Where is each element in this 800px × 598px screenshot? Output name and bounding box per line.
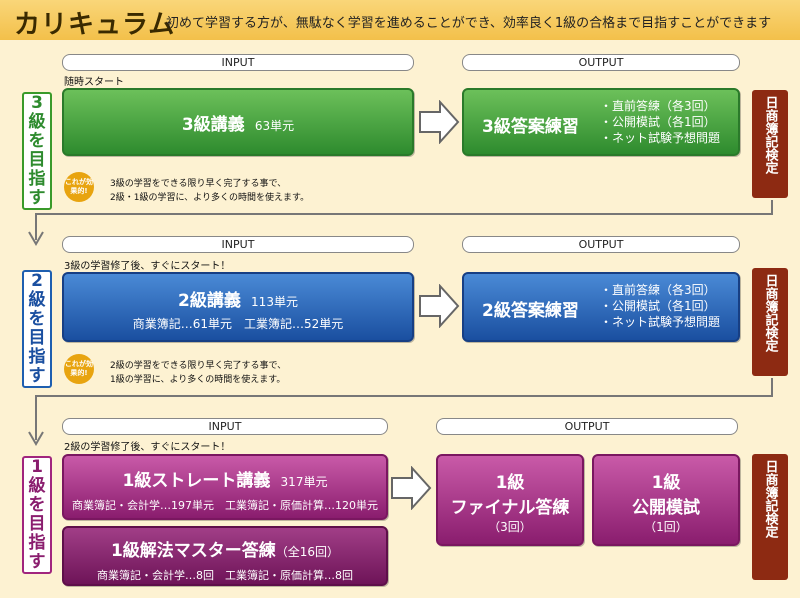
level1-mock-box[interactable]: 1級 公開模試 （1回）	[592, 454, 740, 546]
output-item: ・公開模試（各1回）	[600, 299, 716, 313]
output-item: ・直前答練（各3回）	[600, 283, 716, 297]
level1-course-detail: 商業簿記・会計学…197単元 工業簿記・原価計算…120単元	[72, 499, 378, 512]
level3-tip-1: 3級の学習をできる限り早く完了する事で、	[110, 179, 287, 189]
level1-input-pill: INPUT	[62, 418, 388, 435]
level1-master-box[interactable]: 1級解法マスター答練（全16回） 商業簿記・会計学…8回 工業簿記・原価計算…8…	[62, 526, 388, 586]
level1-output-pill: OUTPUT	[436, 418, 738, 435]
level3-output-title: 3級答案練習	[482, 117, 579, 137]
level2-output-box[interactable]: 2級答案練習 ・直前答練（各3回） ・公開模試（各1回） ・ネット試験予想問題	[462, 272, 740, 342]
level2-course-units: 113単元	[251, 295, 298, 309]
level3-course-box[interactable]: 3級講義 63単元	[62, 88, 414, 156]
level3-course-title: 3級講義	[181, 115, 245, 135]
level2-input-pill: INPUT	[62, 236, 414, 253]
level1-final-box[interactable]: 1級 ファイナル答練 （3回）	[436, 454, 584, 546]
level2-output-title: 2級答案練習	[482, 301, 579, 321]
level1-course-units: 317単元	[280, 475, 328, 489]
level3-output-pill: OUTPUT	[462, 54, 740, 71]
level2-exam-label: 日商簿記検定	[752, 268, 788, 376]
level3-input-pill: INPUT	[62, 54, 414, 71]
level1-final-line1: 1級	[495, 473, 525, 493]
level3-effect-badge: これが効果的!	[64, 172, 94, 202]
level1-arrow-icon	[391, 466, 432, 510]
level2-output-list: ・直前答練（各3回） ・公開模試（各1回） ・ネット試験予想問題	[600, 282, 720, 330]
level2-tip-1: 2級の学習をできる限り早く完了する事で、	[110, 361, 287, 371]
level1-final-count: （3回）	[488, 520, 532, 534]
level3-output-list: ・直前答練（各3回） ・公開模試（各1回） ・ネット試験予想問題	[600, 98, 720, 146]
level2-course-detail: 商業簿記…61単元 工業簿記…52単元	[132, 317, 344, 331]
level1-mock-line2: 公開模試	[632, 498, 700, 518]
level3-tip-2: 2級・1級の学習に、より多くの時間を使えます。	[110, 193, 310, 203]
output-item: ・ネット試験予想問題	[600, 315, 721, 329]
output-item: ・公開模試（各1回）	[600, 115, 716, 129]
level1-start-note: 2級の学習修了後、すぐにスタート！	[64, 442, 231, 453]
output-item: ・直前答練（各3回）	[600, 99, 716, 113]
level1-mock-line1: 1級	[651, 473, 681, 493]
level2-course-box[interactable]: 2級講義 113単元 商業簿記…61単元 工業簿記…52単元	[62, 272, 414, 342]
level1-exam-label: 日商簿記検定	[752, 454, 788, 580]
level2-tip-2: 1級の学習に、より多くの時間を使えます。	[110, 375, 286, 385]
level1-master-count: （全16回）	[275, 545, 340, 559]
level1-mock-count: （1回）	[644, 520, 688, 534]
level3-start-note: 随時スタート	[64, 77, 124, 88]
level3-exam-label: 日商簿記検定	[752, 90, 788, 198]
page-subtitle: 初めて学習する方が、無駄なく学習を進めることができ、効率良く1級の合格まで目指す…	[166, 16, 772, 31]
page-title: カリキュラム	[14, 10, 176, 40]
level2-output-pill: OUTPUT	[462, 236, 740, 253]
level2-arrow-icon	[419, 284, 460, 328]
output-item: ・ネット試験予想問題	[600, 131, 721, 145]
level1-final-line2: ファイナル答練	[450, 498, 570, 518]
level2-start-note: 3級の学習修了後、すぐにスタート！	[64, 261, 231, 272]
level1-course-title: 1級ストレート講義	[122, 471, 271, 491]
level3-course-units: 63単元	[254, 119, 295, 133]
level3-output-box[interactable]: 3級答案練習 ・直前答練（各3回） ・公開模試（各1回） ・ネット試験予想問題	[462, 88, 740, 156]
level3-arrow-icon	[419, 100, 460, 144]
header-bar	[0, 0, 800, 40]
level1-course-box[interactable]: 1級ストレート講義 317単元 商業簿記・会計学…197単元 工業簿記・原価計算…	[62, 454, 388, 520]
level1-master-detail: 商業簿記・会計学…8回 工業簿記・原価計算…8回	[97, 569, 353, 582]
level1-master-title: 1級解法マスター答練	[110, 541, 276, 561]
level2-course-title: 2級講義	[178, 291, 241, 311]
level2-effect-badge: これが効果的!	[64, 354, 94, 384]
